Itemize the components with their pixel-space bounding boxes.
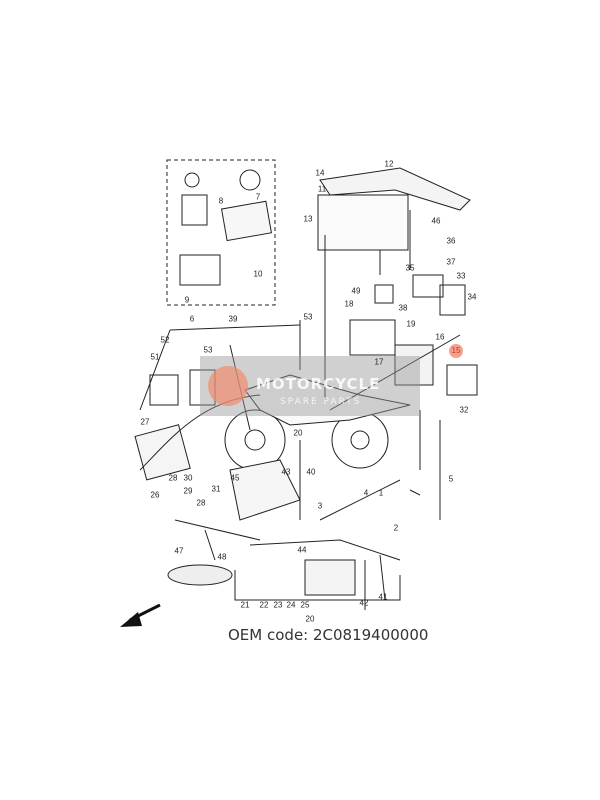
callout: 10 [253, 269, 263, 279]
watermark: MOTORCYCLE SPARE PARTS [200, 356, 420, 416]
callout: 18 [344, 299, 354, 309]
callout: 51 [150, 352, 160, 362]
callout: 2 [393, 523, 399, 533]
callout: 11 [317, 184, 327, 194]
callout: 6 [189, 314, 195, 324]
callout: 33 [456, 271, 466, 281]
callout: 23 [273, 600, 283, 610]
watermark-text: MOTORCYCLE [256, 375, 381, 393]
callout: 38 [398, 303, 408, 313]
watermark-subtext: SPARE PARTS [280, 397, 362, 407]
callout: 3 [317, 501, 323, 511]
arrow-down-left-icon [120, 603, 161, 627]
callout: 14 [315, 168, 325, 178]
callout: 26 [150, 490, 160, 500]
callout: 27 [140, 417, 150, 427]
callout: 20 [305, 614, 315, 624]
callout: 22 [259, 600, 269, 610]
callout: 7 [255, 192, 261, 202]
callout: 49 [351, 286, 361, 296]
callout: 28 [196, 498, 206, 508]
callout-highlighted[interactable]: 15 [449, 344, 463, 358]
callout: 37 [446, 257, 456, 267]
callout: 39 [228, 314, 238, 324]
callout: 53 [303, 312, 313, 322]
callout: 35 [405, 263, 415, 273]
callout: 12 [384, 159, 394, 169]
callout: 31 [211, 484, 221, 494]
callout: 30 [183, 473, 193, 483]
callout: 24 [286, 600, 296, 610]
callout: 47 [174, 546, 184, 556]
callout: 41 [378, 592, 388, 602]
callout: 34 [467, 292, 477, 302]
callout: 19 [406, 319, 416, 329]
callout: 9 [184, 295, 190, 305]
callout: 43 [281, 467, 291, 477]
callout: 45 [230, 473, 240, 483]
callout: 40 [306, 467, 316, 477]
battery [317, 194, 409, 251]
callout: 36 [446, 236, 456, 246]
callout: 48 [217, 552, 227, 562]
callout: 16 [435, 332, 445, 342]
oem-code: OEM code: 2C0819400000 [228, 626, 429, 644]
callout: 32 [459, 405, 469, 415]
callout: 5 [448, 474, 454, 484]
callout: 53 [203, 345, 213, 355]
callout: 28 [168, 473, 178, 483]
callout: 20 [293, 428, 303, 438]
callout: 4 [363, 488, 369, 498]
callout: 8 [218, 196, 224, 206]
callout: 29 [183, 486, 193, 496]
callout: 21 [240, 600, 250, 610]
callout: 1 [378, 488, 384, 498]
callout: 17 [374, 357, 384, 367]
callout: 42 [359, 598, 369, 608]
callout: 44 [297, 545, 307, 555]
callout: 52 [160, 335, 170, 345]
callout: 46 [431, 216, 441, 226]
callout: 13 [303, 214, 313, 224]
callout: 25 [300, 600, 310, 610]
watermark-logo [208, 366, 248, 406]
